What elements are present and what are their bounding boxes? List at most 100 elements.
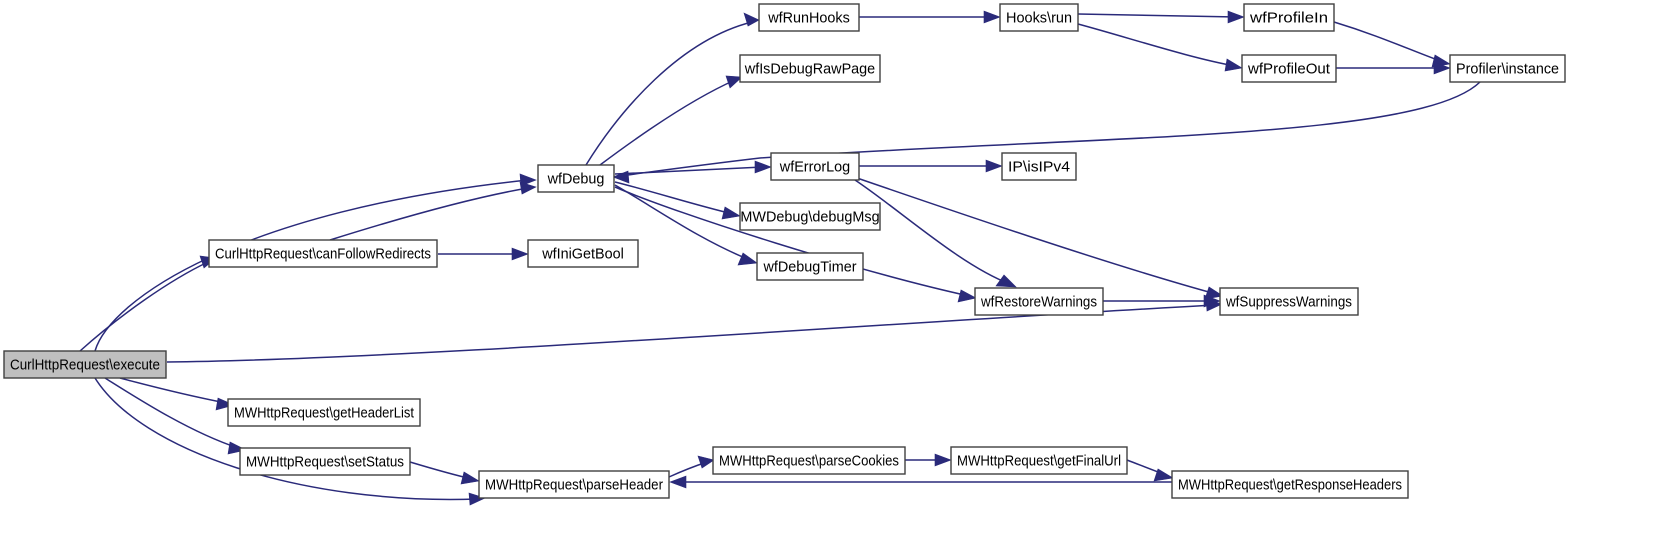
edge-HooksRun-to-wfProfileIn xyxy=(1077,10,1245,24)
node-box[interactable] xyxy=(1219,287,1359,316)
node-label: MWDebug\debugMsg xyxy=(740,209,879,225)
node-wfErrorLog[interactable]: wfErrorLog xyxy=(770,152,860,181)
node-parseHeader[interactable]: MWHttpRequest\parseHeader xyxy=(478,470,670,499)
node-box[interactable] xyxy=(712,446,906,475)
node-box[interactable] xyxy=(1449,54,1566,83)
edge-execute-to-getHeaderList xyxy=(119,377,235,411)
edge-parseHeader-to-parseCookies xyxy=(668,455,715,478)
node-ProfilerInstance[interactable]: Profiler\instance xyxy=(1449,54,1566,83)
arrowhead-icon xyxy=(983,10,1001,24)
node-box[interactable] xyxy=(239,447,411,476)
node-box[interactable] xyxy=(739,54,881,83)
node-label: CurlHttpRequest\execute xyxy=(10,357,160,373)
node-getHeaderList[interactable]: MWHttpRequest\getHeaderList xyxy=(227,398,421,427)
edge-getResponseHeaders-to-parseHeader xyxy=(669,475,1172,489)
node-MWDebugdebugMsg[interactable]: MWDebug\debugMsg xyxy=(739,202,881,231)
edge-line xyxy=(585,21,753,166)
edge-canFollowRedirects-to-wfIniGetBool xyxy=(438,247,529,261)
edge-canFollowRedirects-to-wfDebug xyxy=(329,181,537,241)
node-box[interactable] xyxy=(3,350,167,379)
node-wfSuppressWarnings[interactable]: wfSuppressWarnings xyxy=(1219,287,1359,316)
node-wfRunHooks[interactable]: wfRunHooks xyxy=(758,3,860,32)
node-label: wfDebugTimer xyxy=(762,259,856,275)
edge-wfDebug-to-wfRestoreWarnings xyxy=(614,186,977,303)
node-wfProfileOut[interactable]: wfProfileOut xyxy=(1241,54,1337,83)
arrowhead-icon xyxy=(1204,286,1224,300)
edges-layer xyxy=(79,10,1481,506)
edge-line xyxy=(614,186,970,297)
arrowhead-icon xyxy=(519,181,537,195)
nodes-layer: CurlHttpRequest\execute CurlHttpRequest\c… xyxy=(3,3,1566,499)
edge-getFinalUrl-to-getResponseHeaders xyxy=(1126,459,1174,482)
node-canFollowRedirects[interactable]: CurlHttpRequest\canFollowRedirects xyxy=(208,239,438,268)
node-label: MWHttpRequest\getResponseHeaders xyxy=(1178,477,1402,493)
node-box[interactable] xyxy=(208,239,438,268)
node-label: MWHttpRequest\setStatus xyxy=(246,454,404,470)
arrowhead-icon xyxy=(1227,10,1245,24)
node-label: wfIsDebugRawPage xyxy=(744,61,875,77)
edge-line xyxy=(856,177,1217,295)
node-box[interactable] xyxy=(527,239,639,268)
node-wfRestoreWarnings[interactable]: wfRestoreWarnings xyxy=(974,287,1104,316)
node-wfIsDebugRawPage[interactable]: wfIsDebugRawPage xyxy=(739,54,881,83)
edge-wfErrorLog-to-IPisIPv4 xyxy=(859,159,1003,173)
arrowhead-icon xyxy=(721,206,741,220)
node-box[interactable] xyxy=(1243,3,1335,32)
arrowhead-icon xyxy=(215,397,235,411)
edge-wfErrorLog-to-wfRestoreWarnings xyxy=(854,179,1017,288)
node-box[interactable] xyxy=(974,287,1104,316)
arrowhead-icon xyxy=(737,252,758,266)
edge-wfDebug-to-wfRunHooks xyxy=(585,12,760,166)
node-box[interactable] xyxy=(770,152,860,181)
arrowhead-icon xyxy=(743,12,760,27)
arrowhead-icon xyxy=(725,75,743,89)
node-wfProfileIn[interactable]: wfProfileIn xyxy=(1243,3,1335,32)
node-label: wfIniGetBool xyxy=(541,246,624,262)
arrowhead-icon xyxy=(468,492,486,506)
edge-line xyxy=(1077,13,1238,18)
node-label: MWHttpRequest\getHeaderList xyxy=(234,405,414,421)
edge-wfDebug-to-MWDebugdebugMsg xyxy=(614,181,741,220)
node-label: wfErrorLog xyxy=(779,159,850,175)
node-box[interactable] xyxy=(756,252,864,281)
node-box[interactable] xyxy=(739,202,881,231)
node-execute[interactable]: CurlHttpRequest\execute xyxy=(3,350,167,379)
node-getFinalUrl[interactable]: MWHttpRequest\getFinalUrl xyxy=(950,446,1128,475)
node-parseCookies[interactable]: MWHttpRequest\parseCookies xyxy=(712,446,906,475)
edge-parseCookies-to-getFinalUrl xyxy=(905,453,952,467)
node-label: Hooks\run xyxy=(1006,10,1072,26)
node-HooksRun[interactable]: Hooks\run xyxy=(999,3,1079,32)
node-box[interactable] xyxy=(537,164,615,193)
node-box[interactable] xyxy=(1241,54,1337,83)
node-box[interactable] xyxy=(1171,470,1409,499)
arrowhead-icon xyxy=(612,170,630,184)
arrowhead-icon xyxy=(934,453,952,467)
node-wfIniGetBool[interactable]: wfIniGetBool xyxy=(527,239,639,268)
node-box[interactable] xyxy=(758,3,860,32)
node-IPisIPv4[interactable]: IP\isIPv4 xyxy=(1001,152,1077,181)
node-label: MWHttpRequest\parseHeader xyxy=(485,477,663,493)
node-box[interactable] xyxy=(478,470,670,499)
edge-line xyxy=(1333,21,1444,63)
node-label: wfProfileOut xyxy=(1247,61,1330,77)
node-box[interactable] xyxy=(999,3,1079,32)
node-box[interactable] xyxy=(227,398,421,427)
edge-wfRestoreWarnings-to-wfSuppressWarnings xyxy=(1103,294,1221,308)
edge-wfDebug-to-wfIsDebugRawPage xyxy=(599,75,743,166)
node-label: MWHttpRequest\parseCookies xyxy=(719,453,899,469)
arrowhead-icon xyxy=(1224,58,1243,72)
node-getResponseHeaders[interactable]: MWHttpRequest\getResponseHeaders xyxy=(1171,470,1409,499)
node-wfDebugTimer[interactable]: wfDebugTimer xyxy=(756,252,864,281)
node-box[interactable] xyxy=(950,446,1128,475)
edge-line xyxy=(614,166,765,175)
edge-line xyxy=(119,377,227,404)
edge-line xyxy=(79,261,209,352)
node-wfDebug[interactable]: wfDebug xyxy=(537,164,615,193)
edge-wfProfileIn-to-ProfilerInstance xyxy=(1333,21,1451,68)
node-setStatus[interactable]: MWHttpRequest\setStatus xyxy=(239,447,411,476)
edge-wfDebug-to-wfErrorLog xyxy=(614,160,772,175)
node-label: wfDebug xyxy=(547,171,605,187)
node-box[interactable] xyxy=(1001,152,1077,181)
